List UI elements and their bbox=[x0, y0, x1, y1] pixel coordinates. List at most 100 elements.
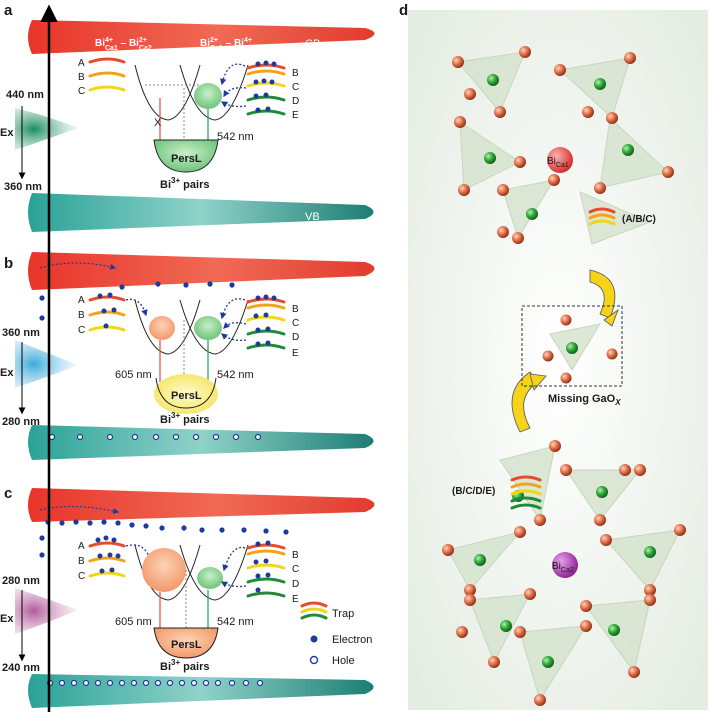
yellow-arrow-bottom-icon bbox=[511, 371, 539, 433]
trap-symbol-top-orange bbox=[588, 213, 616, 220]
missing-gaox-box bbox=[521, 305, 623, 387]
config-right-a: Bi2+Ca1 – Bi4+Ca2 bbox=[200, 37, 257, 52]
cb-drift-arrow-b bbox=[39, 262, 117, 270]
conduction-band-b bbox=[28, 252, 375, 290]
emission-right-c: 542 nm bbox=[217, 616, 254, 628]
trap-a-left-A bbox=[88, 57, 126, 64]
detrap-arrow-b1 bbox=[220, 298, 246, 320]
trap-label-b-left-A: A bbox=[78, 295, 85, 306]
ex-bottom-nm-c: 240 nm bbox=[2, 662, 40, 674]
gallium-atoms-top bbox=[484, 74, 634, 220]
detrap-arrow-b-left bbox=[125, 298, 148, 317]
trap-c-left-A bbox=[88, 541, 126, 548]
detrap-arrow-a3 bbox=[220, 101, 247, 108]
config-left-a: Bi4+Ca1 – Bi2+Ca2 bbox=[95, 37, 152, 52]
trap-symbol-bottom-green2 bbox=[510, 503, 542, 510]
trap-symbol-bottom-yellow bbox=[510, 489, 542, 496]
ex-top-nm-a: 440 nm bbox=[6, 89, 44, 101]
oxygen-atoms-bottom bbox=[442, 440, 686, 706]
panel-c: 280 nm Ex 240 nm A B C 605 nm 542 nm Per… bbox=[0, 488, 375, 708]
trap-label-c-left-C: C bbox=[78, 571, 85, 582]
valence-band-b bbox=[28, 425, 374, 460]
panel-d: BiCa1 (A/B/C) Missing GaOX bbox=[442, 46, 686, 706]
trap-label-a-right-B: B bbox=[292, 68, 299, 79]
trap-label-c-right-C: C bbox=[292, 564, 299, 575]
holes-vb-b bbox=[48, 433, 262, 441]
legend-electron-label: Electron bbox=[332, 634, 372, 646]
trap-c-left-C bbox=[88, 571, 126, 578]
persl-cup-b bbox=[155, 377, 217, 409]
traps-bottom-label: (B/C/D/E) bbox=[452, 486, 495, 497]
electrons-b-right bbox=[253, 294, 277, 347]
electrons-c-left bbox=[95, 535, 121, 574]
electrons-b-left bbox=[97, 292, 117, 329]
detrap-arrow-c1 bbox=[222, 546, 246, 572]
oxygen-atoms-top bbox=[452, 46, 674, 244]
vb-label-a: VB bbox=[305, 211, 320, 223]
trap-label-b-left-B: B bbox=[78, 310, 85, 321]
trap-a-right-E bbox=[246, 109, 286, 116]
trap-label-c-left-B: B bbox=[78, 556, 85, 567]
ex-bottom-nm-a: 360 nm bbox=[4, 181, 42, 193]
trap-a-left-C bbox=[88, 85, 126, 92]
trap-label-c-right-D: D bbox=[292, 579, 299, 590]
legend: Trap Electron Hole bbox=[300, 601, 372, 667]
green-excited-state-c bbox=[197, 567, 223, 589]
electrons-a-right bbox=[253, 60, 277, 113]
persl-cup-a bbox=[153, 139, 219, 173]
legend-hole-icon bbox=[309, 655, 319, 665]
trap-label-b-right-B: B bbox=[292, 304, 299, 315]
cb-label-a: CB bbox=[305, 38, 320, 50]
trap-a-right-C bbox=[246, 81, 286, 88]
detrap-arrow-a1 bbox=[220, 63, 246, 86]
panel-label-a: a bbox=[4, 2, 13, 19]
excitation-spectrum-c bbox=[15, 588, 78, 634]
yellow-arrow-top-head bbox=[603, 308, 619, 327]
conduction-band-a bbox=[28, 20, 375, 54]
trap-label-b-right-D: D bbox=[292, 332, 299, 343]
bi-pairs-c: Bi3+ pairs bbox=[160, 658, 209, 673]
legend-trap-green bbox=[300, 613, 328, 620]
trap-symbol-top-red bbox=[588, 207, 616, 214]
ex-label-a: Ex bbox=[0, 127, 14, 139]
ex-label-c: Ex bbox=[0, 613, 14, 625]
trap-label-a-right-D: D bbox=[292, 96, 299, 107]
bi-pairs-b: Bi3+ pairs bbox=[160, 411, 209, 426]
trap-b-left-A bbox=[88, 295, 126, 302]
legend-electron-icon bbox=[310, 635, 318, 643]
legend-hole-label: Hole bbox=[332, 655, 355, 667]
trap-b-right-D bbox=[246, 329, 286, 336]
persl-label-a: PersL bbox=[171, 153, 202, 165]
valence-band-c bbox=[28, 674, 374, 708]
trap-a-right-B2 bbox=[246, 69, 286, 76]
legend-trap-yellow bbox=[300, 607, 328, 614]
bi-ca2-label: BiCa2 bbox=[552, 561, 574, 574]
green-excited-state-b bbox=[194, 316, 222, 340]
trap-b-left-B bbox=[88, 310, 126, 317]
trap-symbol-top-yellow bbox=[588, 219, 616, 226]
trap-c-left-B bbox=[88, 556, 126, 563]
ex-label-b: Ex bbox=[0, 367, 14, 379]
blocked-mark-a: X bbox=[154, 117, 162, 129]
emission-left-b: 605 nm bbox=[115, 369, 152, 381]
trap-label-b-right-C: C bbox=[292, 318, 299, 329]
missing-oxygen-atoms bbox=[542, 314, 618, 384]
trap-label-c-right-B: B bbox=[292, 550, 299, 561]
trap-label-a-left-C: C bbox=[78, 86, 85, 97]
potential-well-a-right bbox=[179, 64, 249, 121]
trap-c-right-B2 bbox=[246, 549, 286, 556]
trap-c-right-C bbox=[246, 563, 286, 570]
detrap-arrow-b3 bbox=[220, 333, 247, 342]
legend-trap-label: Trap bbox=[332, 608, 354, 620]
holes-vb-c bbox=[46, 679, 264, 687]
persl-label-b: PersL bbox=[171, 390, 202, 402]
trap-label-a-left-A: A bbox=[78, 58, 85, 69]
ex-bottom-nm-b: 280 nm bbox=[2, 416, 40, 428]
missing-ga-atom bbox=[566, 342, 578, 354]
excitation-spectrum-a bbox=[15, 108, 78, 150]
bi-ca1-atom bbox=[547, 147, 573, 173]
trap-label-b-left-C: C bbox=[78, 325, 85, 336]
trap-b-right-B2 bbox=[246, 303, 286, 310]
orange-excited-state-c bbox=[142, 548, 186, 592]
